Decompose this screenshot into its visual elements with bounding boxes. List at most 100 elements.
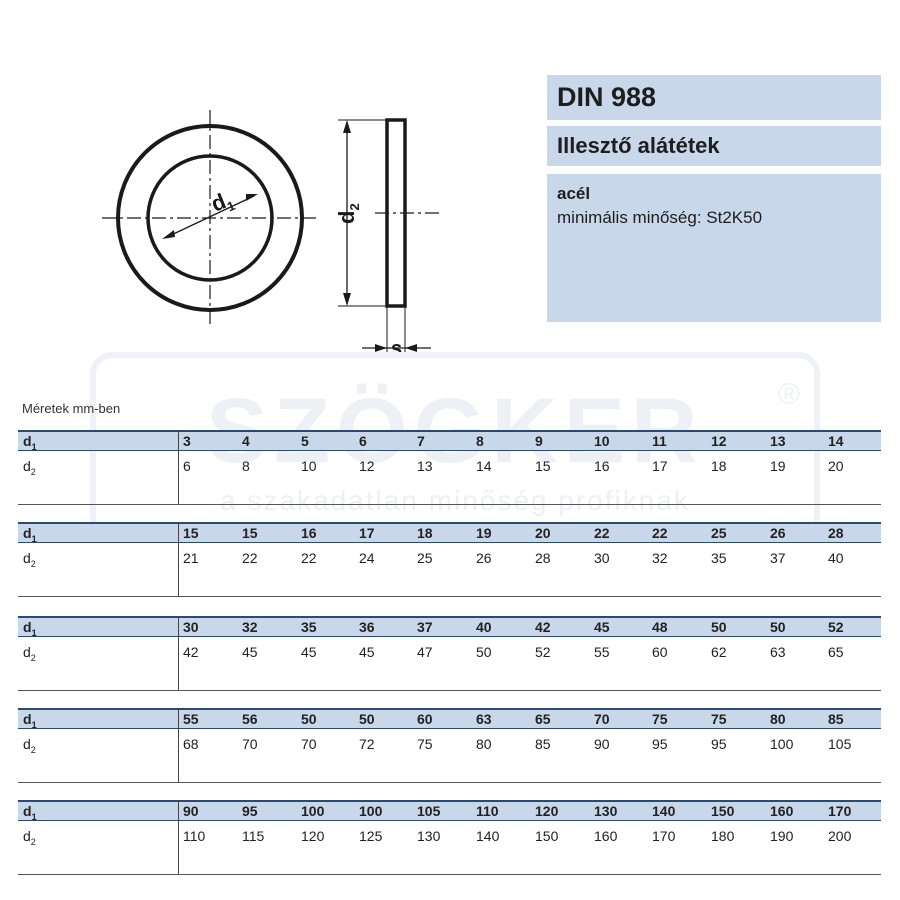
d2-arrow-top	[343, 120, 351, 133]
d1-cell: 40	[476, 619, 492, 635]
d2-cell: 12	[359, 458, 375, 474]
d2-cell: 60	[652, 644, 668, 660]
product-name-box: Illesztő alátétek	[547, 126, 881, 166]
d1-cell: 50	[359, 711, 375, 727]
d1-header-row	[18, 800, 881, 821]
d2-cell: 70	[301, 736, 317, 752]
d1-row-label-main: d	[23, 619, 32, 635]
d2-cell: 26	[476, 550, 492, 566]
d1-cell: 105	[417, 803, 441, 819]
d1-cell: 15	[242, 525, 258, 541]
units-caption: Méretek mm-ben	[22, 401, 121, 416]
d1-cell: 75	[711, 711, 727, 727]
d1-cell: 60	[417, 711, 433, 727]
d1-dimension-line	[166, 195, 255, 238]
d2-row-label-subscript: 2	[30, 558, 36, 569]
d1-cell: 56	[242, 711, 258, 727]
d2-row-label-subscript: 2	[30, 652, 36, 663]
d1-cell: 50	[770, 619, 786, 635]
d2-cell: 72	[359, 736, 375, 752]
d2-cell: 100	[770, 736, 794, 752]
d2-row-label: d2	[23, 736, 36, 755]
d1-cell: 70	[594, 711, 610, 727]
d2-cell: 170	[652, 828, 676, 844]
d1-cell: 7	[417, 433, 425, 449]
d1-cell: 50	[301, 711, 317, 727]
material-label: acél	[557, 184, 591, 203]
d1-cell: 45	[594, 619, 610, 635]
d1-cell: 9	[535, 433, 543, 449]
s-label: s	[391, 338, 402, 360]
column-divider	[178, 522, 179, 597]
d2-cell: 19	[770, 458, 786, 474]
d1-cell: 8	[476, 433, 484, 449]
d1-arrow-right	[246, 194, 258, 201]
d1-cell: 10	[594, 433, 610, 449]
d1-cell: 110	[476, 803, 499, 819]
d2-cell: 105	[828, 736, 852, 752]
d2-cell: 28	[535, 550, 551, 566]
d2-cell: 190	[770, 828, 794, 844]
d1-cell: 6	[359, 433, 367, 449]
table-bottom-rule	[18, 874, 881, 875]
d2-cell: 200	[828, 828, 852, 844]
d2-arrow-bottom	[343, 293, 351, 306]
d1-row-label: d1	[23, 525, 37, 544]
d2-cell: 150	[535, 828, 559, 844]
s-arrow-right	[405, 344, 417, 352]
d1-cell: 30	[183, 619, 199, 635]
d1-cell: 65	[535, 711, 551, 727]
d2-cell: 40	[828, 550, 844, 566]
d1-row-label-main: d	[23, 525, 32, 541]
d1-cell: 36	[359, 619, 375, 635]
d2-cell: 45	[301, 644, 317, 660]
d1-cell: 18	[417, 525, 433, 541]
d1-cell: 120	[535, 803, 559, 819]
d2-cell: 32	[652, 550, 668, 566]
d2-cell: 22	[301, 550, 317, 566]
d1-cell: 85	[828, 711, 844, 727]
d1-cell: 130	[594, 803, 618, 819]
d1-cell: 15	[183, 525, 199, 541]
d2-cell: 45	[242, 644, 258, 660]
d2-label-sub: 2	[347, 203, 362, 210]
d1-cell: 50	[711, 619, 727, 635]
material-box: acél minimális minőség: St2K50	[547, 174, 881, 322]
d2-cell: 130	[417, 828, 441, 844]
d2-row-label-main: d	[23, 458, 31, 474]
table-bottom-rule	[18, 782, 881, 783]
d2-cell: 90	[594, 736, 610, 752]
d1-cell: 55	[183, 711, 199, 727]
d2-cell: 52	[535, 644, 551, 660]
d1-cell: 20	[535, 525, 551, 541]
d1-row-label-main: d	[23, 711, 32, 727]
d2-cell: 17	[652, 458, 668, 474]
d1-cell: 22	[594, 525, 610, 541]
d2-cell: 95	[652, 736, 668, 752]
d1-cell: 3	[183, 433, 191, 449]
column-divider	[178, 430, 179, 505]
d2-row-label: d2	[23, 828, 36, 847]
standard-title: DIN 988	[557, 82, 657, 112]
d1-cell: 170	[828, 803, 852, 819]
d2-cell: 110	[183, 828, 206, 844]
d2-cell: 125	[359, 828, 383, 844]
d1-cell: 14	[828, 433, 844, 449]
column-divider	[178, 800, 179, 875]
d2-cell: 50	[476, 644, 492, 660]
d1-row-label-main: d	[23, 803, 32, 819]
d1-cell: 90	[183, 803, 199, 819]
d1-cell: 52	[828, 619, 844, 635]
d1-row-label: d1	[23, 433, 37, 452]
d1-header-row	[18, 522, 881, 543]
d1-header-row	[18, 708, 881, 729]
d2-cell: 30	[594, 550, 610, 566]
d2-cell: 68	[183, 736, 199, 752]
d2-cell: 47	[417, 644, 433, 660]
d2-cell: 15	[535, 458, 551, 474]
d2-cell: 55	[594, 644, 610, 660]
d2-cell: 8	[242, 458, 250, 474]
d2-cell: 75	[417, 736, 433, 752]
d1-cell: 11	[652, 433, 667, 449]
